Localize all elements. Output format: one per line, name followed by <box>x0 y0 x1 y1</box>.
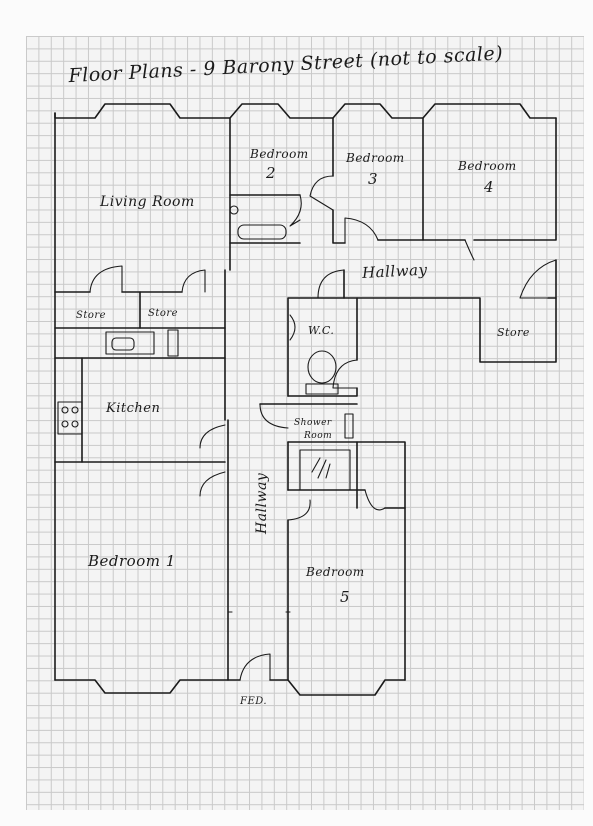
store-left-label: Store <box>76 310 106 321</box>
bedroom-3-label: Bedroom <box>345 151 405 165</box>
outer-walls <box>54 103 557 696</box>
interior-walls <box>54 117 557 681</box>
bedroom-4-number: 4 <box>483 178 494 196</box>
bedroom-3-number: 3 <box>368 170 378 188</box>
bedroom-2-number: 2 <box>265 164 276 182</box>
shower-room-label-2: Room <box>303 431 332 441</box>
bedroom-5-label: Bedroom <box>305 565 365 579</box>
entrance-label: FED. <box>239 696 267 707</box>
door-swings <box>89 175 557 681</box>
bedroom-5-number: 5 <box>340 588 350 606</box>
bedroom-4-label: Bedroom <box>457 159 517 173</box>
store-mid-label: Store <box>148 308 178 319</box>
graph-paper-grid <box>26 36 584 810</box>
room-labels: Living Room Bedroom 2 Bedroom 3 Bedroom … <box>76 147 530 707</box>
bedroom-2-label: Bedroom <box>249 147 309 161</box>
plan-title: Floor Plans - 9 Barony Street (not to sc… <box>67 42 504 87</box>
store-right-label: Store <box>497 326 530 339</box>
hallway-lower-label: Hallway <box>254 472 270 535</box>
bedroom-1-label: Bedroom 1 <box>87 552 176 570</box>
kitchen-label: Kitchen <box>105 401 160 416</box>
shower-room-label-1: Shower <box>294 418 332 428</box>
living-room-label: Living Room <box>99 194 195 210</box>
wc-label: W.C. <box>308 324 334 337</box>
hallway-upper-label: Hallway <box>361 261 428 282</box>
